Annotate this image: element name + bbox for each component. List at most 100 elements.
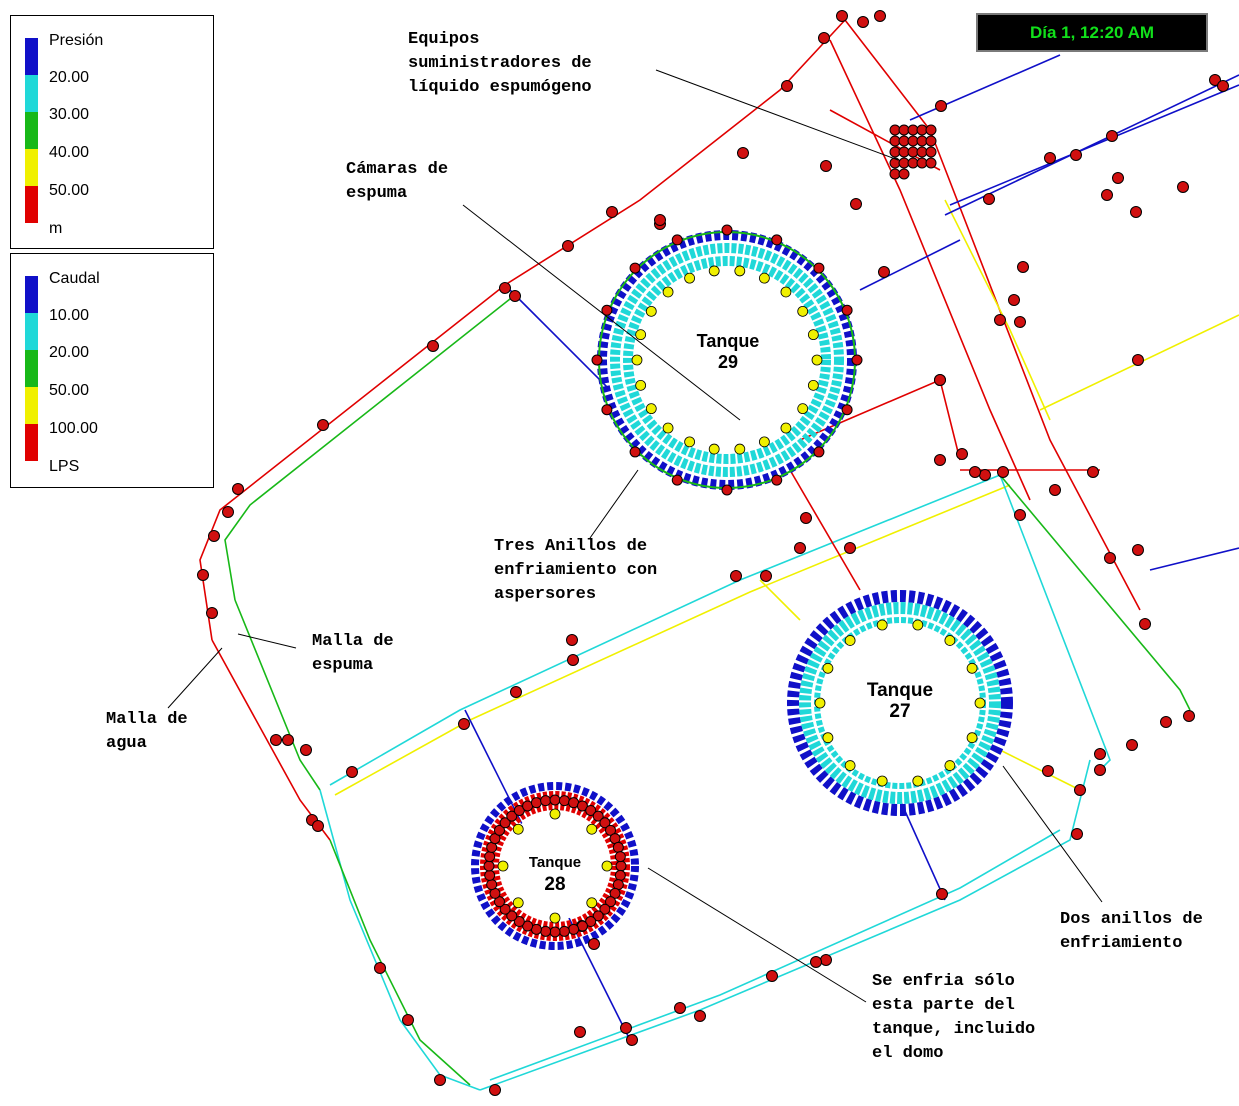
- tank-27-sprinkler: [944, 635, 956, 646]
- network-node: [282, 734, 294, 746]
- network-node: [232, 483, 244, 495]
- pressure-color-red: [25, 186, 38, 223]
- blue-branch-5: [509, 289, 611, 391]
- network-node: [317, 419, 329, 431]
- annotation-equipos: Equipos suministradores de líquido espum…: [408, 30, 592, 97]
- tank-28-number: 28: [544, 874, 566, 895]
- network-node: [934, 374, 946, 386]
- tank-27-sprinkler: [974, 697, 986, 709]
- tank-27-interior: [822, 625, 978, 781]
- network-node: [1042, 765, 1054, 777]
- tank-28-name: Tanque: [528, 854, 582, 871]
- network-node: [585, 916, 597, 928]
- tank-27-sprinkler: [966, 732, 978, 744]
- flow-legend: Caudal 10.00 20.00 50.00 100.00 LPS: [10, 253, 214, 488]
- network-node: [499, 282, 511, 294]
- network-node: [934, 454, 946, 466]
- network-node: [760, 570, 772, 582]
- tank-27-sprinkler: [822, 662, 834, 674]
- network-node: [997, 466, 1009, 478]
- tank-27-ring-1: [787, 590, 1013, 816]
- network-node: [585, 804, 597, 816]
- network-node: [925, 135, 937, 147]
- network-node: [1183, 710, 1195, 722]
- network-node: [1160, 716, 1172, 728]
- network-node: [486, 879, 498, 891]
- network-node: [562, 240, 574, 252]
- tank-29-sprinkler: [708, 265, 720, 277]
- tank-29-sprinkler: [645, 403, 657, 415]
- network-node: [499, 817, 511, 829]
- network-node: [499, 903, 511, 915]
- network-node: [489, 833, 501, 845]
- tank-28-sprinkler: [497, 860, 509, 872]
- tank-29-name: Tanque: [696, 331, 760, 351]
- network-node: [206, 607, 218, 619]
- network-node: [994, 314, 1006, 326]
- flow-color-red: [25, 424, 38, 461]
- network-node: [574, 1026, 586, 1038]
- network-node: [1104, 552, 1116, 564]
- network-node: [592, 810, 604, 822]
- network-node: [493, 896, 505, 908]
- tank-29-sprinkler: [645, 305, 657, 317]
- red-branch-1: [789, 469, 861, 591]
- network-node: [626, 1034, 638, 1046]
- network-node: [737, 147, 749, 159]
- network-node: [857, 16, 869, 28]
- flow-label-1: 10.00: [49, 307, 90, 324]
- network-node: [836, 10, 848, 22]
- flow-color-cyan: [25, 313, 38, 350]
- blue-branch-6: [859, 239, 961, 291]
- tank-28-sprinkler: [586, 897, 598, 909]
- network-node: [1044, 152, 1056, 164]
- network-node: [956, 448, 968, 460]
- north-east-main: [844, 19, 1141, 611]
- tank-27-sprinkler: [944, 760, 956, 771]
- network-node: [222, 506, 234, 518]
- network-node: [434, 1074, 446, 1086]
- flow-unit: LPS: [49, 458, 80, 475]
- foam-main-north: [224, 294, 516, 601]
- network-node: [766, 970, 778, 982]
- yellow-branch-1: [944, 199, 1051, 421]
- pressure-color-yellow: [25, 149, 38, 186]
- network-node: [1008, 294, 1020, 306]
- network-node: [771, 234, 783, 246]
- water-main-southwest: [319, 789, 481, 1091]
- network-node: [771, 474, 783, 486]
- network-node: [1049, 484, 1061, 496]
- network-node: [969, 466, 981, 478]
- leader-camaras: [462, 204, 741, 421]
- tank-28-ring-1: [471, 782, 639, 950]
- tank-27-sprinkler: [966, 662, 978, 674]
- tank-29-sprinkler: [684, 272, 696, 284]
- leader-se-enfria: [647, 867, 867, 1003]
- tank-29-sprinkler: [734, 265, 746, 277]
- tank-27-sprinkler: [876, 775, 888, 787]
- network-node: [813, 446, 825, 458]
- network-node: [489, 1084, 501, 1096]
- network-node: [614, 869, 626, 881]
- cross-main-1: [329, 474, 1001, 786]
- network-node: [484, 869, 496, 881]
- network-node: [558, 925, 570, 937]
- network-node: [925, 157, 937, 169]
- network-node: [567, 654, 579, 666]
- network-node: [549, 794, 561, 806]
- network-node: [721, 484, 733, 496]
- network-node: [671, 234, 683, 246]
- flow-color-yellow: [25, 387, 38, 424]
- east-main-2: [999, 474, 1191, 711]
- leader-dos-anillos: [1002, 765, 1103, 903]
- blue-branch-4: [1149, 547, 1239, 571]
- pressure-label-2: 30.00: [49, 106, 90, 123]
- network-node: [810, 956, 822, 968]
- network-node: [671, 474, 683, 486]
- tank-27-number: 27: [889, 701, 911, 722]
- network-node: [601, 304, 613, 316]
- leader-tres-anillos: [589, 469, 639, 539]
- annotation-camaras: Cámaras de espuma: [346, 160, 449, 203]
- network-node: [936, 888, 948, 900]
